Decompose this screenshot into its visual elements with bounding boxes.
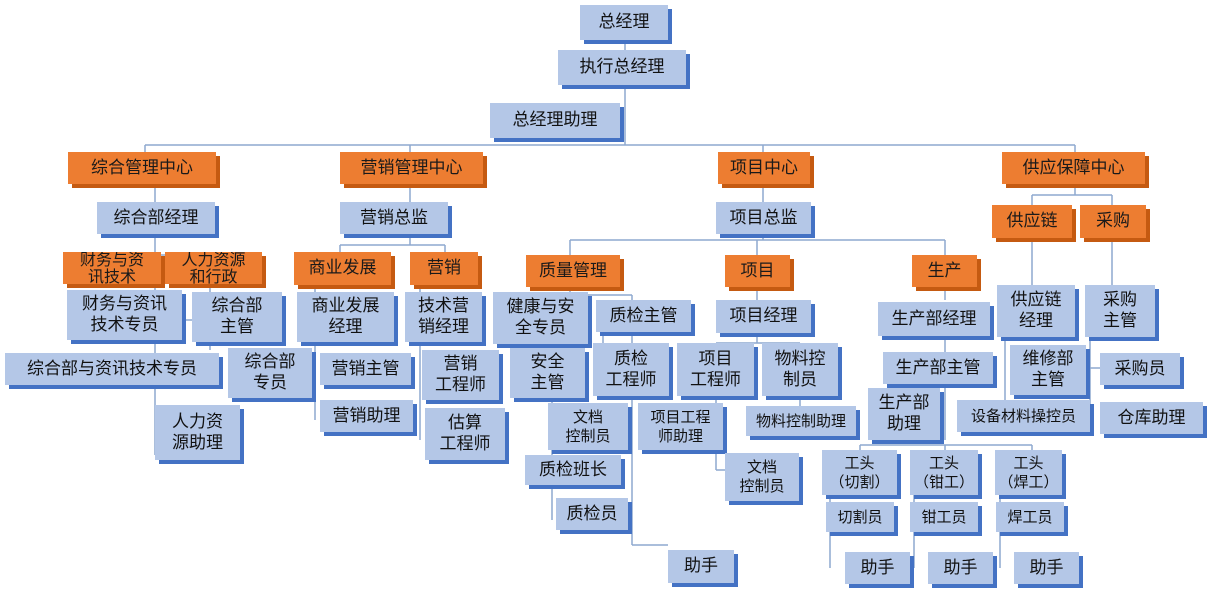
node-marketing-supervisor: 营销主管: [320, 353, 411, 385]
node-qc-engineer: 质检 工程师: [593, 343, 669, 396]
node-foreman-cut: 工头 （切割）: [822, 450, 897, 495]
node-helper-cut: 助手: [845, 552, 910, 584]
node-fin-it-specialist: 财务与资讯 技术专员: [67, 290, 182, 340]
node-welder: 焊工员: [996, 502, 1064, 532]
node-cutter: 切割员: [826, 502, 894, 532]
node-maintenance-supervisor: 维修部 主管: [1010, 345, 1086, 395]
node-supply-chain: 供应链: [992, 205, 1072, 238]
node-project-director: 项目总监: [716, 202, 811, 234]
node-supply-center: 供应保障中心: [1002, 152, 1145, 184]
node-marketing-center: 营销管理中心: [340, 152, 483, 184]
node-material-controller: 物料控 制员: [762, 343, 838, 396]
node-hse-specialist: 健康与安 全专员: [493, 292, 588, 344]
node-fin-it: 财务与资 讯技术: [63, 252, 161, 284]
node-project-eng-assistant: 项目工程 师助理: [638, 403, 723, 450]
node-foreman-weld: 工头 （焊工）: [995, 450, 1062, 495]
node-biz-dev: 商业发展: [294, 252, 391, 285]
node-sales: 营销: [410, 252, 478, 285]
node-quality-mgmt: 质量管理: [526, 255, 620, 287]
node-hr-admin: 人力资源 和行政: [165, 252, 262, 284]
node-marketing-director: 营销总监: [340, 202, 448, 234]
node-marketing-engineer: 营销 工程师: [422, 350, 499, 400]
node-admin-center: 综合管理中心: [68, 152, 216, 184]
node-helper-weld: 助手: [1014, 552, 1079, 584]
node-doc-controller-1: 文档 控制员: [548, 403, 628, 450]
node-production-assistant: 生产部 助理: [868, 388, 940, 440]
node-qc-supervisor: 质检主管: [596, 300, 691, 332]
node-doc-controller-2: 文档 控制员: [725, 453, 799, 501]
node-project: 项目: [725, 255, 790, 287]
node-production: 生产: [912, 255, 977, 287]
node-helper-fitter: 助手: [928, 552, 993, 584]
node-purchasing-supervisor: 采购 主管: [1085, 285, 1155, 337]
node-safety-supervisor: 安全 主管: [510, 348, 585, 398]
node-fitter: 钳工员: [910, 502, 978, 532]
node-foreman-fitter: 工头 （钳工）: [910, 450, 978, 495]
node-admin-it-specialist: 综合部与资讯技术专员: [5, 353, 219, 385]
node-marketing-assistant: 营销助理: [320, 400, 413, 432]
node-equipment-operator: 设备材料操控员: [957, 400, 1090, 432]
node-material-control-assistant: 物料控制助理: [746, 406, 856, 436]
node-qc-foreman: 质检班长: [525, 455, 621, 485]
node-project-center: 项目中心: [718, 152, 810, 184]
node-hr-assistant: 人力资 源助理: [155, 405, 240, 460]
node-warehouse-assistant: 仓库助理: [1100, 402, 1203, 434]
node-ceo: 总经理: [580, 5, 668, 40]
node-tech-sales-manager: 技术营 销经理: [405, 292, 482, 342]
node-admin-clerk: 综合部 专员: [228, 348, 312, 398]
node-biz-dev-manager: 商业发展 经理: [297, 292, 394, 342]
node-admin-manager: 综合部经理: [97, 202, 215, 234]
node-production-supervisor: 生产部主管: [883, 352, 993, 384]
node-project-engineer: 项目 工程师: [677, 343, 754, 396]
node-production-manager: 生产部经理: [878, 302, 990, 336]
node-exec-gm: 执行总经理: [558, 50, 686, 85]
node-admin-supervisor: 综合部 主管: [192, 292, 282, 342]
node-assistant-1: 助手: [668, 550, 734, 583]
node-qc-inspector: 质检员: [556, 498, 628, 530]
node-purchaser: 采购员: [1100, 353, 1180, 385]
node-supply-chain-manager: 供应链 经理: [997, 285, 1075, 337]
node-estimate-engineer: 估算 工程师: [425, 408, 505, 460]
node-gm-assistant: 总经理助理: [490, 103, 620, 138]
node-project-manager: 项目经理: [716, 300, 811, 333]
node-purchasing: 采购: [1080, 205, 1146, 238]
